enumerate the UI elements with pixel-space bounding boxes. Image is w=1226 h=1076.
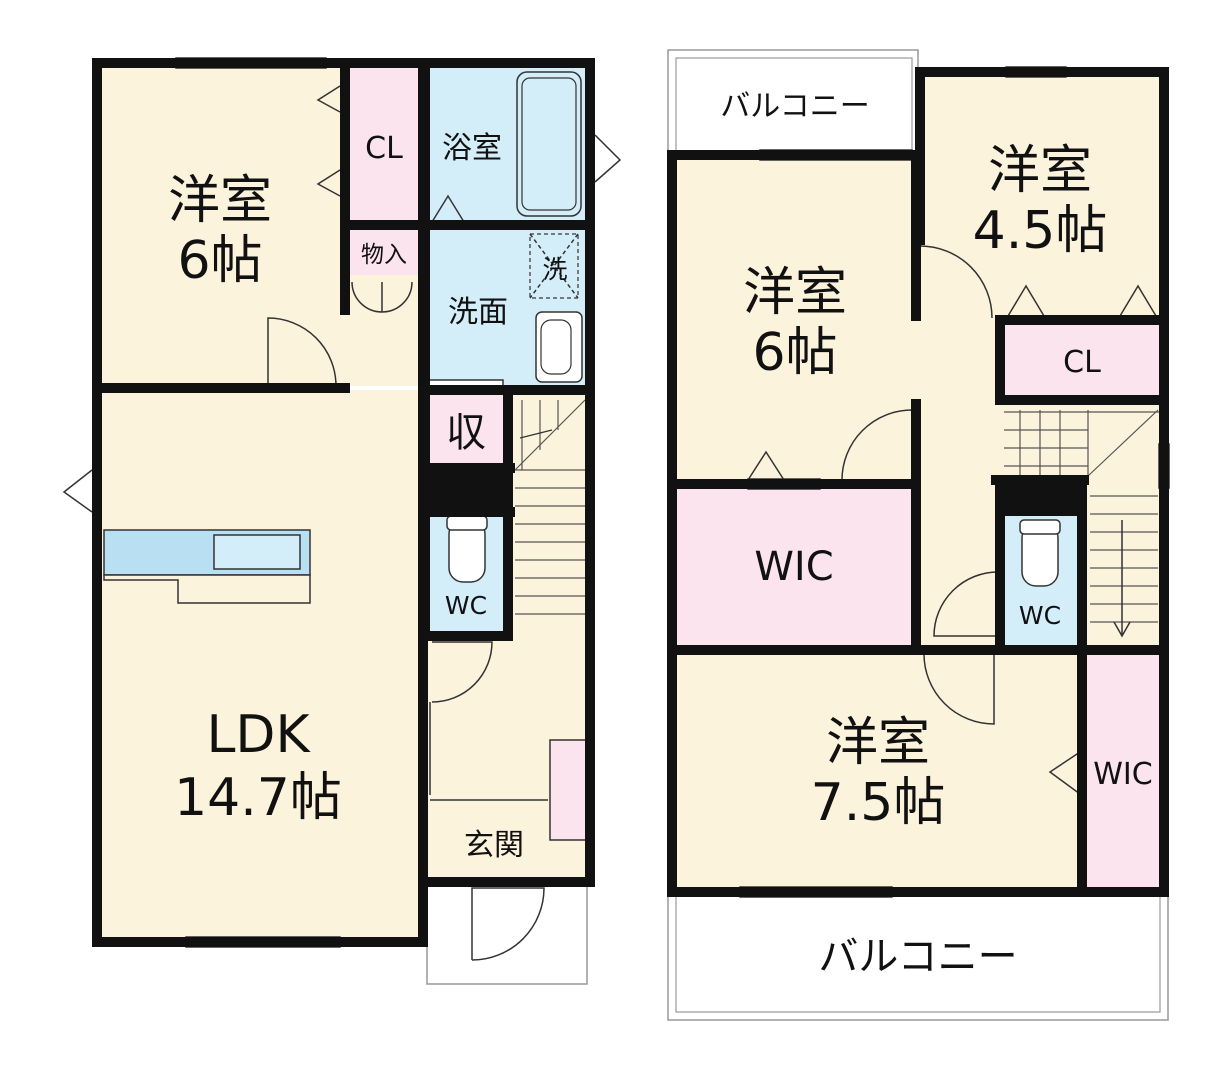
label-room-75-size: 7.5帖 [811, 773, 946, 833]
door-entrance [471, 887, 545, 961]
label-ldk-size: 14.7帖 [174, 768, 342, 828]
balcony-bottom [667, 891, 1169, 1021]
label-room-75-name: 洋室 [826, 713, 930, 773]
label-ldk-name: LDK [206, 705, 311, 765]
label-balcony-top: バルコニー [720, 89, 869, 124]
washer-pan [529, 233, 579, 299]
pipe-shaft-1f [427, 468, 510, 512]
label-room-45-name: 洋室 [988, 141, 1092, 201]
door-room-75 [923, 653, 995, 725]
door-room-6-1f [267, 317, 337, 387]
bathtub-inner [521, 77, 577, 211]
floor-2: バルコニー 洋室 4.5帖 洋室 6帖 CL WIC WC 洋室 7.5帖 WI… [667, 49, 1170, 1021]
label-cl-2f: CL [1063, 345, 1101, 380]
hall-1f-upper [345, 275, 423, 386]
walls-1f [92, 58, 595, 947]
label-wic-left: WIC [754, 544, 833, 590]
door-toilet-2f [933, 571, 999, 637]
kitchen-sink [213, 534, 301, 570]
stair-arrow-1f [519, 429, 553, 439]
entrance-porch [426, 881, 588, 985]
label-room-6-1f-name: 洋室 [168, 171, 272, 231]
storage-mono-ire [345, 225, 423, 275]
door-wic-right [1048, 751, 1081, 795]
balcony-top [667, 49, 919, 156]
door-bath-exterior [594, 134, 622, 183]
label-washroom: 洗面 [448, 295, 508, 330]
label-room-45-size: 4.5帖 [973, 201, 1108, 261]
walls-2f [667, 67, 1169, 897]
storage-shu [427, 392, 505, 468]
label-bath: 浴室 [442, 131, 502, 166]
label-balcony-bottom: バルコニー [818, 934, 1017, 980]
door-room-6-2f [841, 409, 913, 481]
label-room-6-1f-size: 6帖 [177, 231, 262, 291]
wic-right [1084, 650, 1164, 892]
bathtub [516, 71, 582, 217]
room-ldk [97, 390, 423, 942]
label-cl-1f: CL [365, 131, 403, 166]
wic-left [672, 484, 916, 646]
door-toilet-1f [431, 641, 493, 703]
stair-treads-1f [514, 399, 586, 615]
room-western-6-1f [97, 63, 345, 386]
label-wc-1f: WC [445, 591, 487, 620]
door-closet-cl-2f [1007, 284, 1157, 317]
stair-treads-2f [1004, 409, 1160, 623]
door-ldk-exterior [62, 469, 93, 513]
label-wic-right: WIC [1093, 757, 1152, 792]
room-western-6-2f [672, 155, 916, 482]
room-western-45 [920, 72, 1164, 320]
closet-cl-1f [345, 63, 423, 225]
stair-arrow-2f [1113, 520, 1131, 638]
label-wc-2f: WC [1019, 601, 1061, 630]
door-closet-cl [316, 85, 341, 197]
label-washer: 洗 [542, 255, 567, 284]
label-shu: 収 [446, 410, 486, 456]
shoe-box [549, 739, 587, 841]
door-bath-swing [431, 194, 465, 223]
wash-basin [535, 311, 583, 383]
door-storage [351, 281, 413, 313]
hall-2f [916, 316, 1000, 650]
closet-cl-2f [1000, 320, 1164, 400]
floor-1: 洋室 6帖 CL 浴室 物入 洗 洗面 収 WC LDK 14.7帖 玄関 [62, 57, 622, 985]
label-room-6-2f-size: 6帖 [752, 323, 837, 383]
door-room-45 [919, 245, 993, 319]
stairs-1f [510, 392, 587, 636]
label-entrance: 玄関 [464, 828, 524, 863]
room-western-75 [672, 650, 1084, 892]
label-storage-mono-ire: 物入 [361, 242, 407, 268]
door-wic-left [747, 450, 785, 481]
label-room-6-2f-name: 洋室 [743, 263, 847, 323]
